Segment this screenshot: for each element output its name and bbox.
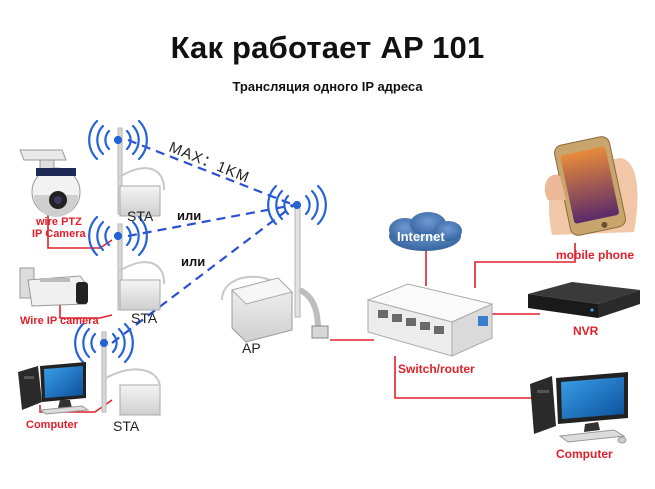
or-label-1: или [177,208,202,223]
sta-label-1: STA [127,208,154,224]
page-title: Как работает AP 101 [170,30,485,65]
wireless-link-sta2 [127,203,295,238]
nvr-recorder-icon [528,282,640,318]
ip-camera-label: Wire IP camera [20,315,99,327]
sta-label-3: STA [113,418,140,434]
cable-phone-switch [474,243,576,288]
wifi-signal-icon [88,119,148,161]
sta-unit-1 [117,127,166,217]
wifi-signal-icon [74,322,134,364]
wireless-links [111,138,295,344]
smartphone-icon [544,136,638,236]
bullet-camera-icon [19,267,88,307]
cable-ptz-sta [47,215,113,249]
cable-switch-computer [394,356,535,399]
internet-label: Internet [397,229,445,244]
desktop-computer-icon [530,372,628,444]
network-switch-icon [366,283,494,357]
computer-left-label: Computer [26,419,78,431]
desktop-computer-icon [18,362,90,415]
switch-router-label: Switch/router [398,362,475,376]
wifi-signal-icon [88,215,148,257]
ap-label: AP [242,340,261,356]
computer-right-label: Computer [556,447,613,461]
ap-unit [221,204,329,343]
ptz-camera-label-1: wire PTZ [36,216,82,228]
nvr-label: NVR [573,324,599,338]
cloud-icon [389,212,462,251]
ptz-camera-icon [19,149,81,217]
sta-unit-3 [101,331,161,416]
ptz-camera-label-2: IP Camera [32,228,86,240]
mobile-phone-label: mobile phone [556,248,634,262]
wireless-link-sta3 [111,204,295,344]
wifi-signal-icon [267,184,327,226]
page-subtitle: Трансляция одного IP адреса [232,79,423,94]
sta-label-2: STA [131,310,158,326]
or-label-2: или [181,254,206,269]
wired-cables [39,215,576,413]
cable-ipcam-sta [59,305,113,319]
sta-unit-2 [117,223,166,311]
